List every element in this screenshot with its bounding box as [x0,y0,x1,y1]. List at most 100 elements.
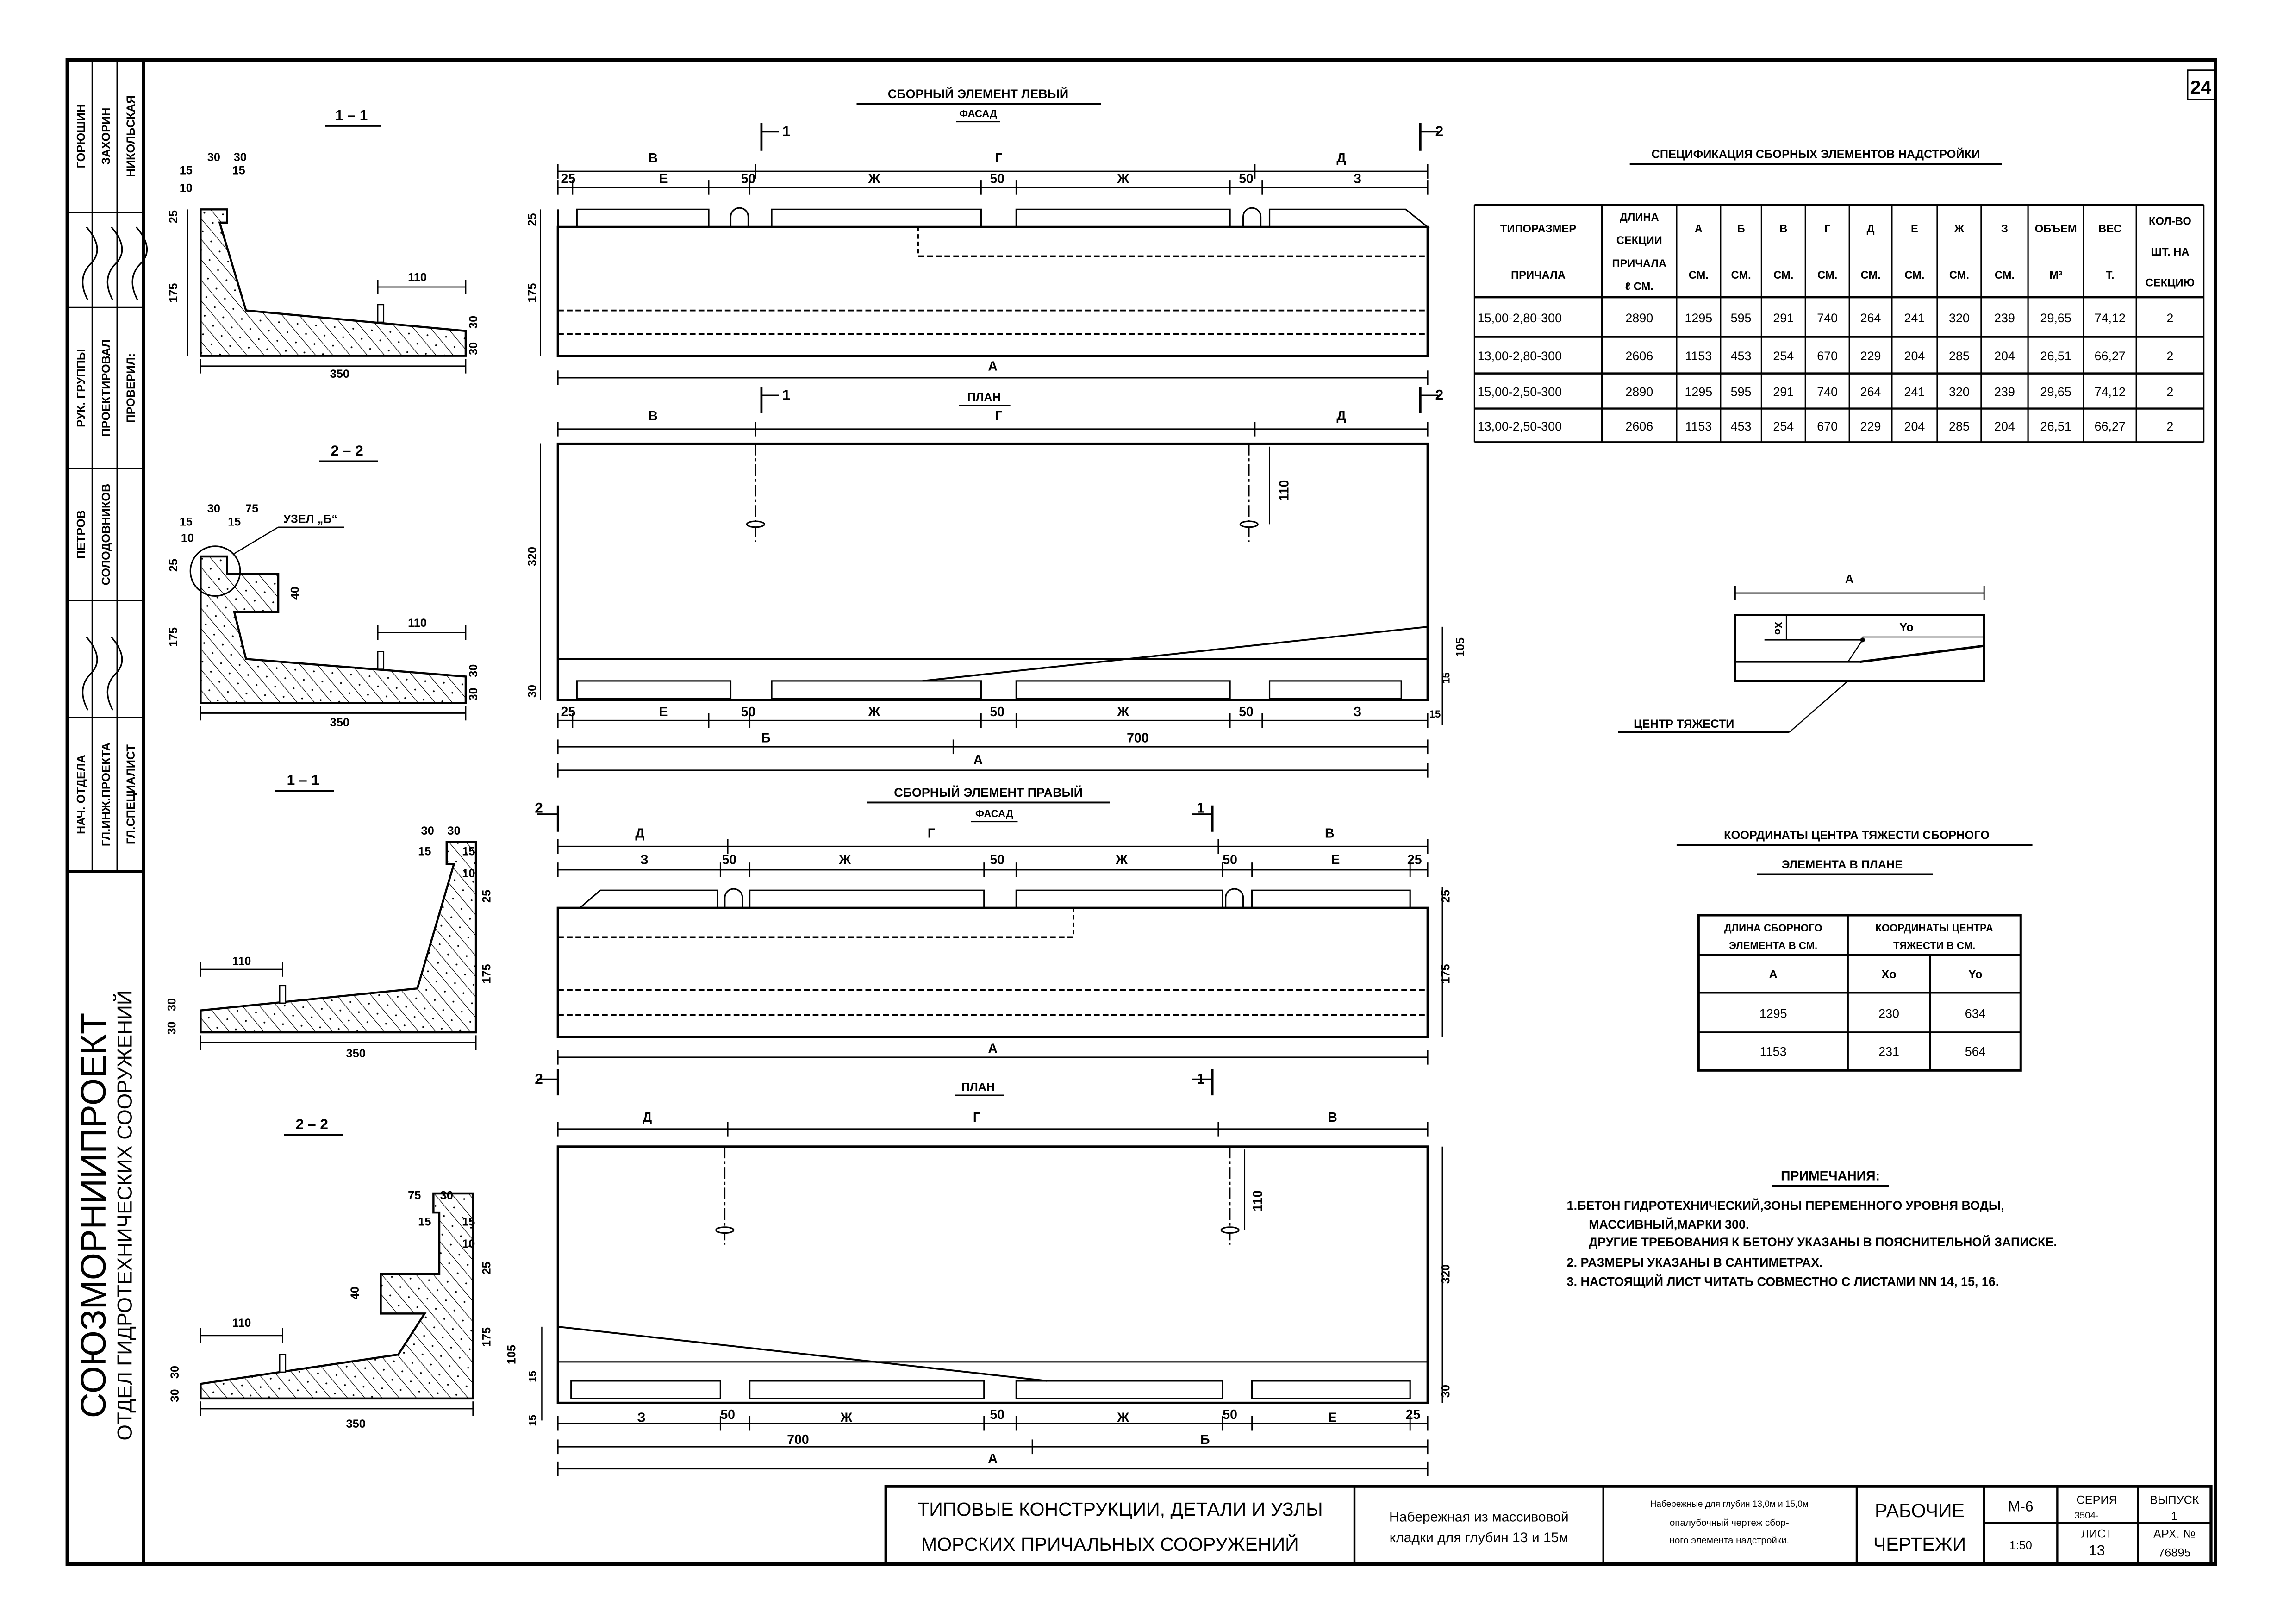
dimension-label: Б [1200,1432,1210,1447]
spec-cell: 285 [1949,349,1970,363]
curb-block [1015,889,1223,909]
dimension-label: 50 [722,852,736,867]
dimension-label: 30 [467,316,480,329]
dimension-label: А [988,359,998,374]
dimension-label: Б [761,731,770,746]
table-subheader: Xo [1881,968,1896,981]
dimension-label: А [1845,573,1853,586]
spec-cell: 74,12 [2095,385,2126,399]
spec-header-cell: ℓ СМ. [1625,281,1653,293]
spec-cell: 1153 [1685,419,1712,433]
table-cell: 1295 [1759,1006,1787,1020]
dimension-label: 50 [1223,1407,1237,1422]
dimension-label: Е [659,171,668,186]
stamp-entry: ПРОЕКТИРОВАЛ [100,339,112,437]
table-cell: 564 [1965,1045,1986,1059]
sheet-title: Набережные для глубин 13,0м и 15,0м [1650,1499,1809,1509]
dimension-label: З [637,1410,646,1425]
dimension-label: 110 [1251,1190,1266,1212]
dimension-label: 175 [167,627,180,647]
dimension-label: Е [1331,852,1340,867]
cut-mark-label: 1 [1197,800,1205,816]
dimension-label: 15 [527,1415,538,1426]
dimension-label: А [973,753,983,768]
dimension-label: 30 [166,1022,179,1035]
dimension-label: З [1353,705,1361,719]
dimension-label: 40 [288,587,301,600]
anchor-bolt [377,651,385,670]
lifting-loop-icon [1225,888,1244,908]
dimension-label: 30 [467,687,480,700]
dimension-label: 25 [1406,1407,1421,1422]
title-block [884,1485,2213,1566]
dimension-label: З [640,852,649,867]
dimension-label: Д [1336,151,1346,166]
lifting-loop-icon [1242,207,1262,227]
note-line: 2. РАЗМЕРЫ УКАЗАНЫ В САНТИМЕТРАХ. [1567,1255,1823,1269]
spec-cell: 15,00-2,80-300 [1478,311,1562,325]
spec-header-cell: СМ. [1949,269,1969,281]
dimension-label: 15 [1441,672,1452,684]
dimension-label: 50 [990,705,1004,719]
dimension-label: 175 [480,1327,493,1347]
cut-mark-label: 2 [1435,123,1444,139]
curb-block [1015,680,1231,700]
spec-header-cell: А [1695,223,1703,235]
dimension-label: Д [1336,409,1346,424]
lifting-loop-icon [724,888,743,908]
dimension-label: В [1328,1110,1337,1125]
archive-label: АРХ. № [2153,1527,2196,1540]
signature [106,636,123,711]
dimension-label: 30 [166,998,179,1011]
cut-mark-label: 1 [1197,1070,1205,1087]
dimension-label: Ж [868,171,880,186]
dimension-label: Ж [1115,852,1128,867]
anchor-bolt [279,1354,287,1373]
dimension-label: 175 [1440,964,1453,983]
dimension-label: Д [635,826,644,841]
dimension-label: 15 [462,1216,475,1229]
note-line: МАССИВНЫЙ,МАРКИ 300. [1589,1217,1749,1231]
spec-header-cell: ПРИЧАЛА [1612,258,1666,270]
stamp-entry: РУК. ГРУППЫ [75,349,88,427]
stamp-entry: НИКОЛЬСКАЯ [125,95,137,177]
table-cell: 1153 [1760,1045,1787,1059]
sheet-value: 13 [2089,1542,2105,1558]
spec-cell: 204 [1904,349,1925,363]
series-value: 3504- [2074,1510,2099,1521]
spec-header-cell: ДЛИНА [1620,212,1659,224]
facade-title: СБОРНЫЙ ЭЛЕМЕНТ ЛЕВЫЙ [888,87,1068,101]
dimension-label: 50 [990,852,1004,867]
dimension-label: 15 [228,516,241,529]
dimension-label: 15 [1429,708,1441,720]
spec-cell: 2 [2166,349,2173,363]
spec-table-title: СПЕЦИФИКАЦИЯ СБОРНЫХ ЭЛЕМЕНТОВ НАДСТРОЙК… [1652,147,1980,161]
sheet-title: ного элемента надстройки. [1670,1535,1790,1546]
dimension-label: 10 [181,531,194,544]
dimension-label: Д [643,1110,652,1125]
element-outline [1734,614,1985,682]
spec-cell: 204 [1904,419,1925,433]
table-subheader: А [1769,968,1778,981]
slope-line [922,625,1428,682]
note-line: ДРУГИЕ ТРЕБОВАНИЯ К БЕТОНУ УКАЗАНЫ В ПОЯ… [1589,1235,2057,1249]
dimension-label: 30 [168,1389,181,1402]
view-title: ФАСАД [959,108,997,119]
cut-mark-label: 2 [535,1070,543,1087]
spec-cell: 1295 [1685,385,1712,399]
dimension-label: З [1353,171,1361,186]
dimension-label: 25 [1407,852,1422,867]
spec-cell: 204 [1994,419,2015,433]
dimension-label: 30 [168,1366,181,1379]
spec-cell: 291 [1773,311,1794,325]
dimension-label: 10 [462,1237,475,1250]
spec-header-cell: Г [1824,223,1830,235]
sheet-title: опалубочный чертеж сбор- [1670,1518,1789,1528]
section-1-1-right [200,841,477,1034]
curb-block [749,889,985,909]
dimension-label: 320 [526,547,539,566]
spec-cell: 254 [1773,419,1794,433]
dimension-label: Ж [1117,171,1129,186]
dimension-label: В [649,151,658,166]
stamp-entry: ГЛ.ИНЖ.ПРОЕКТА [100,743,112,846]
